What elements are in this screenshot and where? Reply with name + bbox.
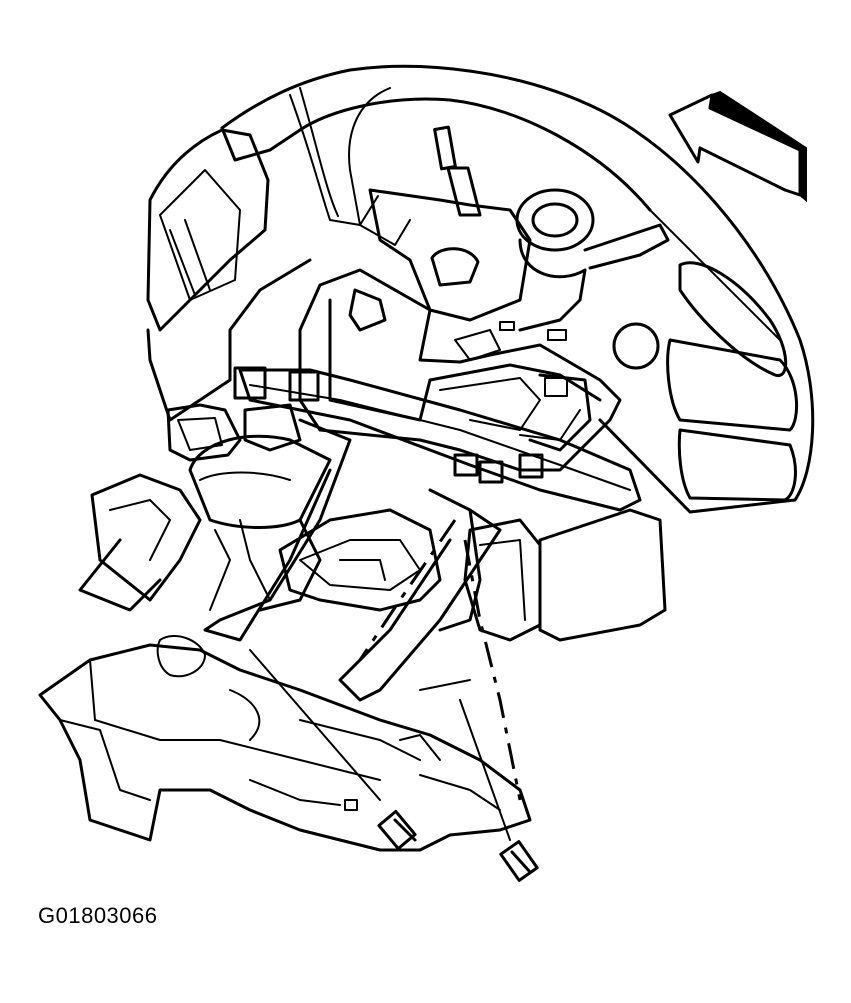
left-side-panel xyxy=(146,128,312,422)
center-module xyxy=(298,268,622,472)
knee-bolster-bracket xyxy=(203,418,502,702)
steering-column xyxy=(359,125,670,332)
figure-code: G01803066 xyxy=(38,903,158,928)
cross-car-beam xyxy=(166,366,642,512)
explode-lines xyxy=(358,519,522,801)
lower-left-structure xyxy=(78,473,271,612)
forward-arrow-icon xyxy=(668,90,807,203)
lower-support-bracket xyxy=(278,488,482,632)
knee-bolster-panel xyxy=(38,635,532,852)
lower-column-housing xyxy=(188,434,332,612)
instrument-panel-shell xyxy=(220,64,815,514)
right-lower-trim xyxy=(463,508,667,642)
bolt-right xyxy=(459,699,539,882)
